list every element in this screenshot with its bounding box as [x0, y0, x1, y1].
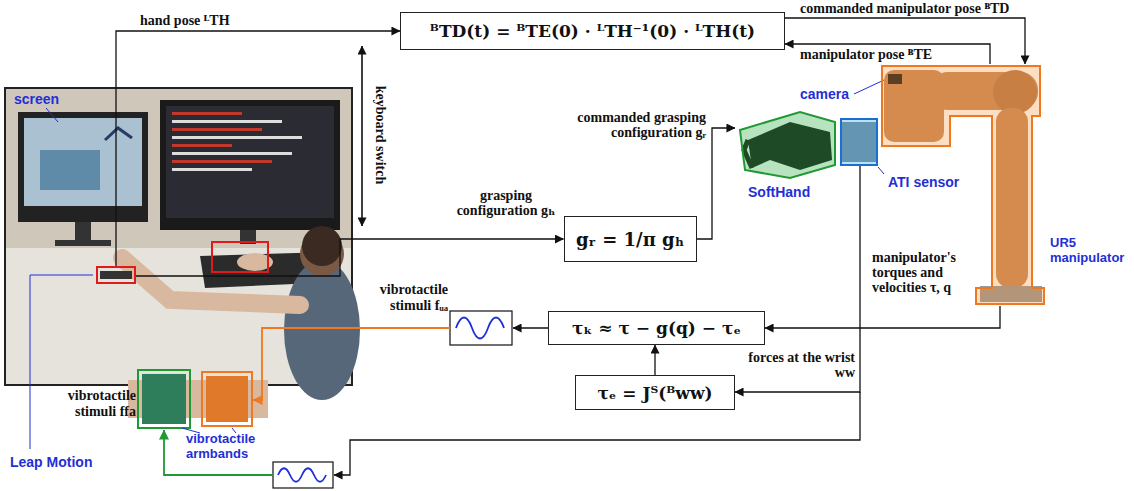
edge-label: hand pose ᴸTH	[140, 13, 340, 28]
edge-label: grasping configuration gₕ	[450, 188, 562, 218]
signal-wires	[164, 328, 860, 475]
signal-connector	[136, 239, 564, 276]
sensor-region: Leap Motion	[96, 266, 136, 284]
lab-photo	[172, 128, 262, 131]
edge-label: manipulator pose ᴮTE	[800, 47, 980, 62]
formula-box: gᵣ = 1/π gₕ	[564, 216, 697, 262]
lab-photo	[18, 112, 148, 222]
formula-box: τₖ ≈ τ − g(q) − τₑ	[548, 311, 765, 345]
leader-lines	[878, 167, 884, 174]
part-label: SoftHand	[748, 184, 838, 200]
edge-label: commanded manipulator pose ᴮTD	[800, 1, 1025, 16]
lab-photo	[40, 150, 100, 190]
formula-box: ᴮTD(t) = ᴮTE(0) · ᴸTH⁻¹(0) · ᴸTH(t)	[400, 12, 785, 50]
lab-photo	[172, 168, 252, 171]
signal-wires	[253, 328, 450, 400]
hand-region-outline	[735, 112, 835, 178]
lab-photo	[172, 152, 292, 155]
part-label: UR5 manipulator	[1050, 236, 1130, 266]
forearm-armbands	[206, 376, 248, 422]
signal-label: vibrotactile stimuli ffa	[48, 388, 136, 420]
lab-photo	[5, 88, 360, 400]
sine-blocks	[450, 311, 512, 345]
lab-photo	[160, 100, 340, 230]
forearm-armbands	[142, 374, 186, 424]
leader-lines	[854, 80, 884, 94]
lab-photo	[172, 112, 242, 115]
lab-photo	[284, 260, 360, 400]
switch-arrow	[361, 46, 363, 226]
lab-photo	[302, 226, 342, 266]
lab-photo	[166, 106, 334, 218]
part-label: vibrotactile armbands	[186, 432, 291, 462]
formula-box: τₑ = Jᵀ(ᴮww)	[575, 375, 735, 410]
sine-blocks	[273, 462, 333, 488]
hand-region: SoftHand	[735, 112, 835, 178]
edge-label: manipulator's torques and velocities τ, …	[872, 250, 984, 295]
switch-arrow	[362, 46, 363, 226]
lab-photo	[122, 258, 300, 305]
signal-label: vibrotactile stimuli fᵤₐ	[366, 282, 448, 314]
sine-blocks	[278, 468, 326, 482]
lab-photo	[100, 271, 132, 279]
leader-lines	[30, 275, 93, 449]
lab-photo	[75, 222, 91, 242]
lab-photo	[212, 242, 268, 272]
lab-photo	[172, 160, 272, 163]
part-label: Leap Motion	[10, 454, 102, 470]
lab-photo	[24, 118, 142, 206]
signal-connector	[785, 18, 1025, 64]
sensor-region: ATI sensor	[840, 118, 878, 166]
signal-connector	[654, 345, 655, 375]
forearm-armbands	[128, 370, 268, 428]
signal-connector	[697, 128, 736, 239]
signal-connector	[765, 306, 1000, 328]
leader-lines	[30, 80, 884, 449]
signal-connector	[785, 44, 990, 64]
part-label: ATI sensor	[888, 174, 968, 190]
signal-connector	[116, 31, 400, 266]
switch-label: keyboard switch	[371, 60, 389, 210]
formula-text: τₖ ≈ τ − g(q) − τₑ	[572, 318, 741, 338]
formula-text: τₑ = Jᵀ(ᴮww)	[597, 383, 712, 403]
leader-lines	[46, 108, 58, 122]
formula-text: gᵣ = 1/π gₕ	[576, 229, 684, 250]
hand-region-outline	[740, 112, 835, 178]
sine-blocks	[273, 311, 512, 488]
edge-label: forces at the wrist ww	[743, 350, 855, 380]
signal-connector	[735, 166, 860, 392]
edge-label: commanded grasping configuration gᵣ	[566, 110, 706, 140]
signal-wires	[513, 327, 548, 328]
lab-photo	[105, 128, 132, 140]
part-label: camera	[800, 86, 856, 102]
forearm-armbands	[138, 370, 190, 428]
lab-photo	[55, 240, 111, 246]
lab-photo	[172, 144, 232, 147]
forearm-armbands	[202, 372, 252, 426]
part-label: screen	[14, 91, 74, 107]
formula-text: ᴮTD(t) = ᴮTE(0) · ᴸTH⁻¹(0) · ᴸTH(t)	[430, 21, 755, 41]
lab-photo	[172, 120, 282, 123]
lab-photo	[172, 136, 302, 139]
sine-blocks	[456, 318, 504, 339]
